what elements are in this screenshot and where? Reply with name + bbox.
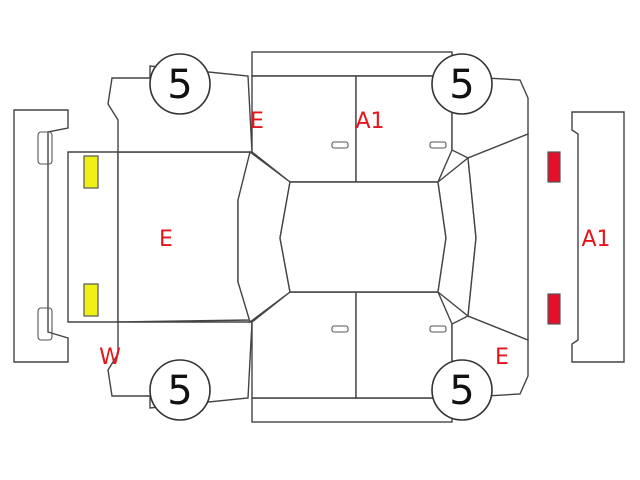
headlamp-left-icon (83, 155, 99, 189)
headlamp-right-icon (83, 283, 99, 317)
tire-front-left-value: 5 (167, 62, 192, 108)
tire-rear-left: 5 (431, 53, 493, 115)
mark-rear-bumper: A1 (581, 227, 610, 252)
tire-rear-left-value: 5 (449, 62, 474, 108)
tire-front-right: 5 (149, 359, 211, 421)
mark-left-rear-door: A1 (355, 109, 384, 134)
tire-rear-right-value: 5 (449, 368, 474, 414)
tire-front-right-value: 5 (167, 368, 192, 414)
cabin-top (237, 132, 529, 342)
mark-right-rear-fender: E (495, 345, 509, 370)
mark-left-front-door: E (250, 109, 264, 134)
mark-right-front-corner: W (99, 345, 121, 370)
mark-hood: E (159, 227, 173, 252)
tail-lamp-left-icon (547, 151, 561, 183)
tire-rear-right: 5 (431, 359, 493, 421)
front-bumper (13, 109, 69, 363)
rear-bumper (571, 111, 625, 363)
tail-lamp-right-icon (547, 293, 561, 325)
tire-front-left: 5 (149, 53, 211, 115)
